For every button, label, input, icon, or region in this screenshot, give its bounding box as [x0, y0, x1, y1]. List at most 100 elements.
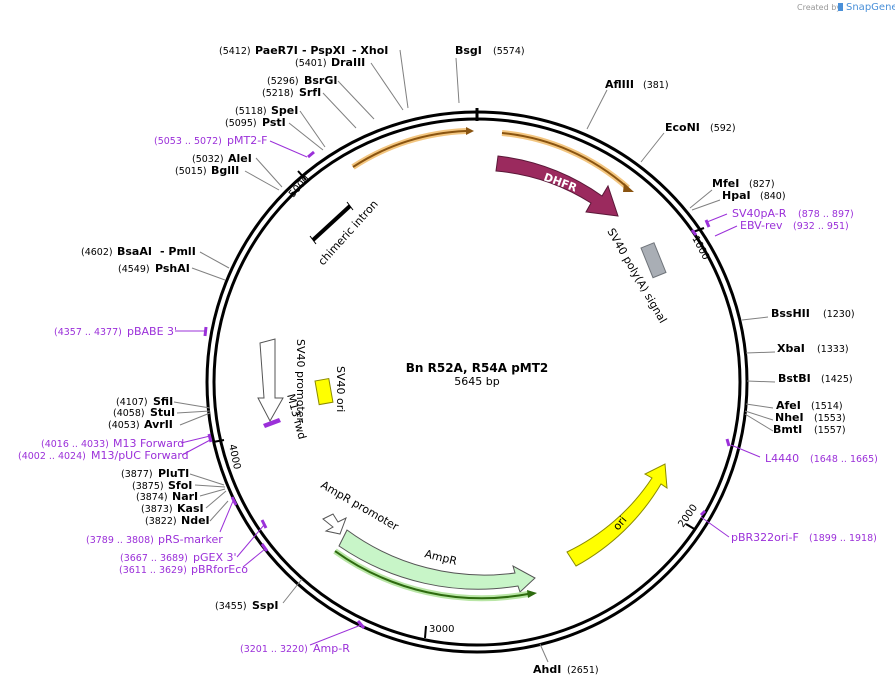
site-pluti[interactable]: (3877) PluTI [121, 467, 189, 480]
sv40-ori-label: SV40 ori [334, 366, 347, 412]
svg-text:(3875): (3875) [132, 481, 164, 492]
primer-l4440[interactable]: L4440 (1648 .. 1665) [765, 452, 878, 465]
site-bsshii[interactable]: BssHII (1230) [771, 307, 855, 320]
svg-text:BsgI: BsgI [455, 44, 482, 57]
svg-text:(4053): (4053) [108, 420, 140, 431]
sv40-promoter-arrow[interactable] [257, 338, 284, 423]
m13-fwd-marker[interactable] [263, 418, 281, 428]
site-avrii[interactable]: (4053) AvrII [108, 418, 173, 431]
primer-pmt2-f[interactable]: (5053 .. 5072) pMT2-F [154, 134, 268, 147]
svg-text:PluTI: PluTI [158, 467, 189, 480]
site-alei[interactable]: (5032) AleI [192, 152, 252, 165]
tick-label-4000: 4000 [226, 443, 242, 470]
svg-text:(2651): (2651) [567, 665, 599, 676]
site-srfi[interactable]: (5218) SrfI [262, 86, 321, 99]
ampr-gene[interactable] [338, 529, 536, 593]
chimeric-intron-bar[interactable] [311, 204, 352, 242]
primer-sv40pa-r[interactable]: SV40pA-R (878 .. 897) [732, 207, 854, 220]
site-bstbi[interactable]: BstBI (1425) [778, 372, 853, 385]
primer-pbabe-3[interactable]: (4357 .. 4377) pBABE 3' [54, 325, 177, 338]
svg-text:- PspXI: - PspXI [302, 44, 345, 57]
site-hpai[interactable]: HpaI (840) [722, 189, 786, 202]
feature-arrow-orange-right[interactable] [501, 132, 629, 189]
svg-text:StuI: StuI [150, 406, 175, 419]
svg-text:EBV-rev: EBV-rev [740, 219, 783, 232]
svg-text:(3873): (3873) [141, 504, 173, 515]
primer-m13-forward[interactable]: (4016 .. 4033) M13 Forward [41, 437, 184, 450]
svg-text:(878 .. 897): (878 .. 897) [798, 209, 854, 220]
site-bsrgi[interactable]: (5296) BsrGI [267, 74, 337, 87]
ampr-label: AmpR [423, 547, 458, 568]
primer-pbr322ori-f[interactable]: pBR322ori-F (1899 .. 1918) [731, 531, 877, 544]
primer-connectors [175, 140, 761, 646]
restriction-sites-right: BsgI (5574) AflIII (381) EcoNI (592) Mfe… [455, 44, 855, 676]
sv40-polya-box[interactable] [640, 242, 667, 279]
svg-text:(3455): (3455) [215, 601, 247, 612]
feature-arrow-green[interactable] [334, 550, 529, 600]
svg-text:NheI: NheI [775, 411, 804, 424]
sv40-ori-box[interactable] [314, 377, 334, 406]
svg-text:(5218): (5218) [262, 88, 294, 99]
svg-text:SfiI: SfiI [153, 395, 173, 408]
svg-text:pRS-marker: pRS-marker [158, 533, 223, 546]
svg-text:(1899 .. 1918): (1899 .. 1918) [809, 533, 877, 544]
primer-ebv-rev[interactable]: EBV-rev (932 .. 951) [740, 219, 849, 232]
site-afei[interactable]: AfeI (1514) [776, 399, 843, 412]
svg-text:EcoNI: EcoNI [665, 121, 700, 134]
primer-amp-r[interactable]: (3201 .. 3220) Amp-R [240, 642, 350, 655]
site-spei[interactable]: (5118) SpeI [235, 104, 298, 117]
site-ahdi[interactable]: AhdI (2651) [533, 663, 599, 676]
svg-text:(5095): (5095) [225, 118, 257, 129]
restriction-sites-left: (3455) SspI (3822) NdeI (3873) KasI (387… [81, 44, 388, 612]
dhfr-gene[interactable] [495, 155, 619, 217]
site-bsaai-pmli[interactable]: (4602) BsaAI - PmlI [81, 245, 196, 258]
ampr-promoter-arrow[interactable] [322, 513, 347, 535]
site-stui[interactable]: (4058) StuI [113, 406, 175, 419]
primer-pbrforeco[interactable]: (3611 .. 3629) pBRforEco [119, 563, 248, 576]
snapgene-branding: Created by SnapGene [797, 2, 895, 13]
primer-prs-marker[interactable]: (3789 .. 3808) pRS-marker [86, 533, 223, 546]
svg-text:NdeI: NdeI [181, 514, 210, 527]
site-sfoi[interactable]: (3875) SfoI [132, 479, 192, 492]
svg-text:PstI: PstI [262, 116, 286, 129]
svg-text:PshAI: PshAI [155, 262, 190, 275]
site-kasi[interactable]: (3873) KasI [141, 502, 204, 515]
site-sspi[interactable]: (3455) SspI [215, 599, 278, 612]
tick-label-3000: 3000 [429, 624, 454, 635]
site-econi[interactable]: EcoNI (592) [665, 121, 736, 134]
svg-text:(5032): (5032) [192, 154, 224, 165]
site-draiii[interactable]: (5401) DraIII [295, 56, 365, 69]
site-psti[interactable]: (5095) PstI [225, 116, 286, 129]
ori-feature[interactable] [566, 463, 668, 567]
site-bsgi[interactable]: BsgI (5574) [455, 44, 525, 57]
primer-m13-puc-forward[interactable]: (4002 .. 4024) M13/pUC Forward [18, 449, 189, 462]
sv40-polya-label: SV40 poly(A) signal [604, 226, 669, 326]
site-nhei[interactable]: NheI (1553) [775, 411, 846, 424]
primer-ring-marks [203, 150, 731, 629]
svg-text:(5412): (5412) [219, 46, 251, 57]
site-pshai[interactable]: (4549) PshAI [118, 262, 190, 275]
created-by-text: Created by [797, 3, 841, 12]
svg-text:MfeI: MfeI [712, 177, 739, 190]
site-paer7i-pspxi-xhoi[interactable]: (5412) PaeR7I - PspXI - XhoI [219, 44, 388, 57]
plasmid-name: Bn R52A, R54A pMT2 [406, 361, 549, 375]
site-nari[interactable]: (3874) NarI [136, 490, 198, 503]
svg-text:(4002 .. 4024): (4002 .. 4024) [18, 451, 86, 462]
site-bmti[interactable]: BmtI (1557) [773, 423, 846, 436]
plasmid-backbone[interactable] [205, 108, 749, 654]
svg-text:(3822): (3822) [145, 516, 177, 527]
primer-pgex-3[interactable]: (3667 .. 3689) pGEX 3' [120, 551, 237, 564]
site-ndei[interactable]: (3822) NdeI [145, 514, 210, 527]
tick-3000: 3000 [424, 624, 454, 639]
svg-text:BstBI: BstBI [778, 372, 811, 385]
site-sfii[interactable]: (4107) SfiI [116, 395, 173, 408]
site-aflIII[interactable]: AflIII (381) [605, 78, 669, 91]
site-xbai[interactable]: XbaI (1333) [777, 342, 849, 355]
site-bglii[interactable]: (5015) BglII [175, 164, 239, 177]
svg-text:KasI: KasI [177, 502, 204, 515]
svg-text:(1557): (1557) [814, 425, 846, 436]
feature-arrow-orange-left[interactable] [352, 130, 467, 168]
svg-text:(592): (592) [710, 123, 736, 134]
site-mfei[interactable]: MfeI (827) [712, 177, 775, 190]
svg-text:(1553): (1553) [814, 413, 846, 424]
